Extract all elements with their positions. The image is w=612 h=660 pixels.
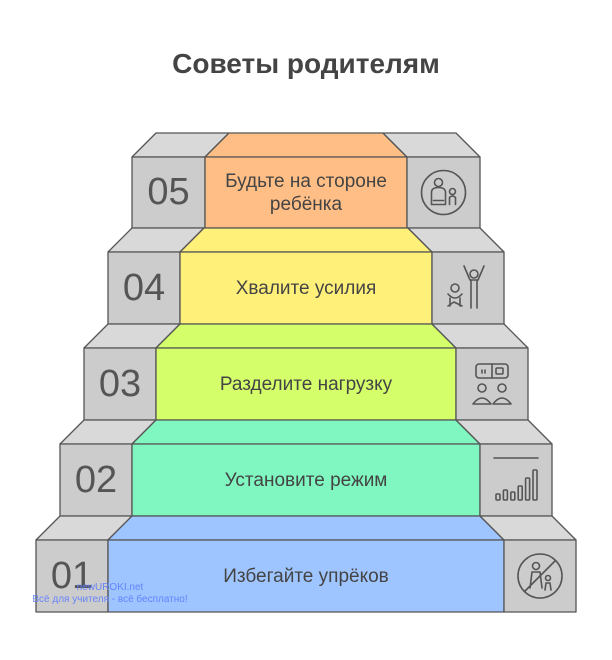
step-number: 01: [50, 554, 94, 597]
step-label: Будьте на стороне ребёнка: [225, 170, 387, 215]
step-icon-block: [406, 156, 481, 229]
step-number: 05: [147, 171, 190, 213]
parent-child-icon: [420, 169, 467, 216]
celebrating-child-icon: [447, 265, 485, 309]
step-icon-block: [431, 251, 505, 325]
step-icon-block: [455, 347, 529, 421]
bar-chart-icon: [493, 457, 539, 501]
no-blame-icon: [517, 553, 563, 599]
watermark-line-2: Всё для учителя - всё бесплатно!: [32, 594, 188, 605]
step-label: Хвалите усилия: [235, 277, 377, 299]
watermark-line-1: newUROKI.net: [76, 582, 144, 593]
step-center-top-face: [155, 323, 457, 349]
step-number: 02: [74, 458, 118, 501]
step-center-top-face: [204, 132, 408, 158]
step-center-top-face: [107, 515, 505, 541]
page-title: Советы родителям: [172, 48, 440, 79]
step-center-top-face: [179, 227, 433, 253]
step-number: 03: [98, 362, 142, 405]
step-label: Разделите нагрузку: [219, 373, 393, 395]
step-number: 04: [122, 266, 166, 309]
step-label: Установите режим: [224, 469, 388, 491]
step-label: Избегайте упрёков: [223, 565, 389, 587]
shared-tasks-icon: [472, 363, 512, 405]
watermark: newUROKI.net Всё для учителя - всё беспл…: [20, 582, 200, 606]
step-center-top-face: [131, 419, 481, 445]
step-icon-block: [479, 443, 553, 517]
